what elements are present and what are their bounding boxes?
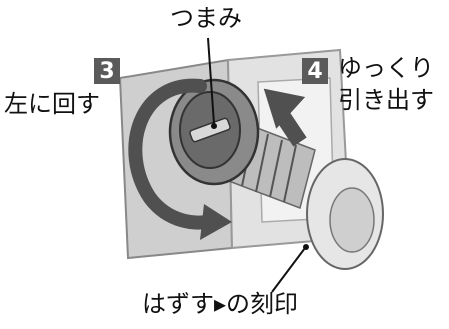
mark-leader-line xyxy=(271,247,306,293)
bottom-mark-label: はずす▸の刻印 xyxy=(142,290,299,318)
step3-text: 左に回す xyxy=(4,90,100,118)
rotate-arrow xyxy=(128,78,221,230)
pull-arrow-head xyxy=(263,88,306,129)
step3-badge: 3 xyxy=(94,58,120,84)
rotate-arrow-head xyxy=(200,204,232,240)
step4-text-line2: 引き出す xyxy=(338,86,434,114)
knob-leader-line xyxy=(207,37,215,125)
knob-label: つまみ xyxy=(170,4,242,32)
step4-text-line1: ゆっくり xyxy=(338,54,434,82)
step4-badge: 4 xyxy=(302,58,328,84)
knob xyxy=(168,78,260,186)
knob-leader-dot xyxy=(211,123,217,129)
mark-leader-dot xyxy=(303,244,309,250)
